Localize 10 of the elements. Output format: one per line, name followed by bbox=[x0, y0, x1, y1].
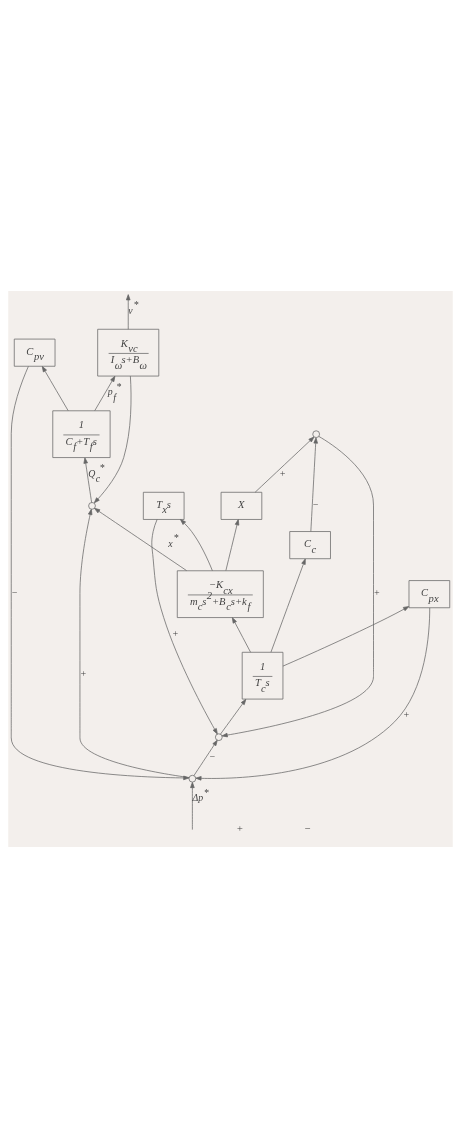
edge-label: + bbox=[79, 668, 87, 680]
edge-label: − bbox=[312, 498, 320, 510]
label: − bbox=[304, 823, 312, 835]
edge-label: + bbox=[402, 709, 410, 721]
edge-label: + bbox=[172, 627, 179, 639]
edge-label: − bbox=[208, 750, 216, 762]
edge-label: + bbox=[279, 467, 286, 479]
edge-label: − bbox=[11, 586, 18, 598]
label: + bbox=[236, 823, 244, 835]
edge-label: + bbox=[373, 586, 381, 598]
